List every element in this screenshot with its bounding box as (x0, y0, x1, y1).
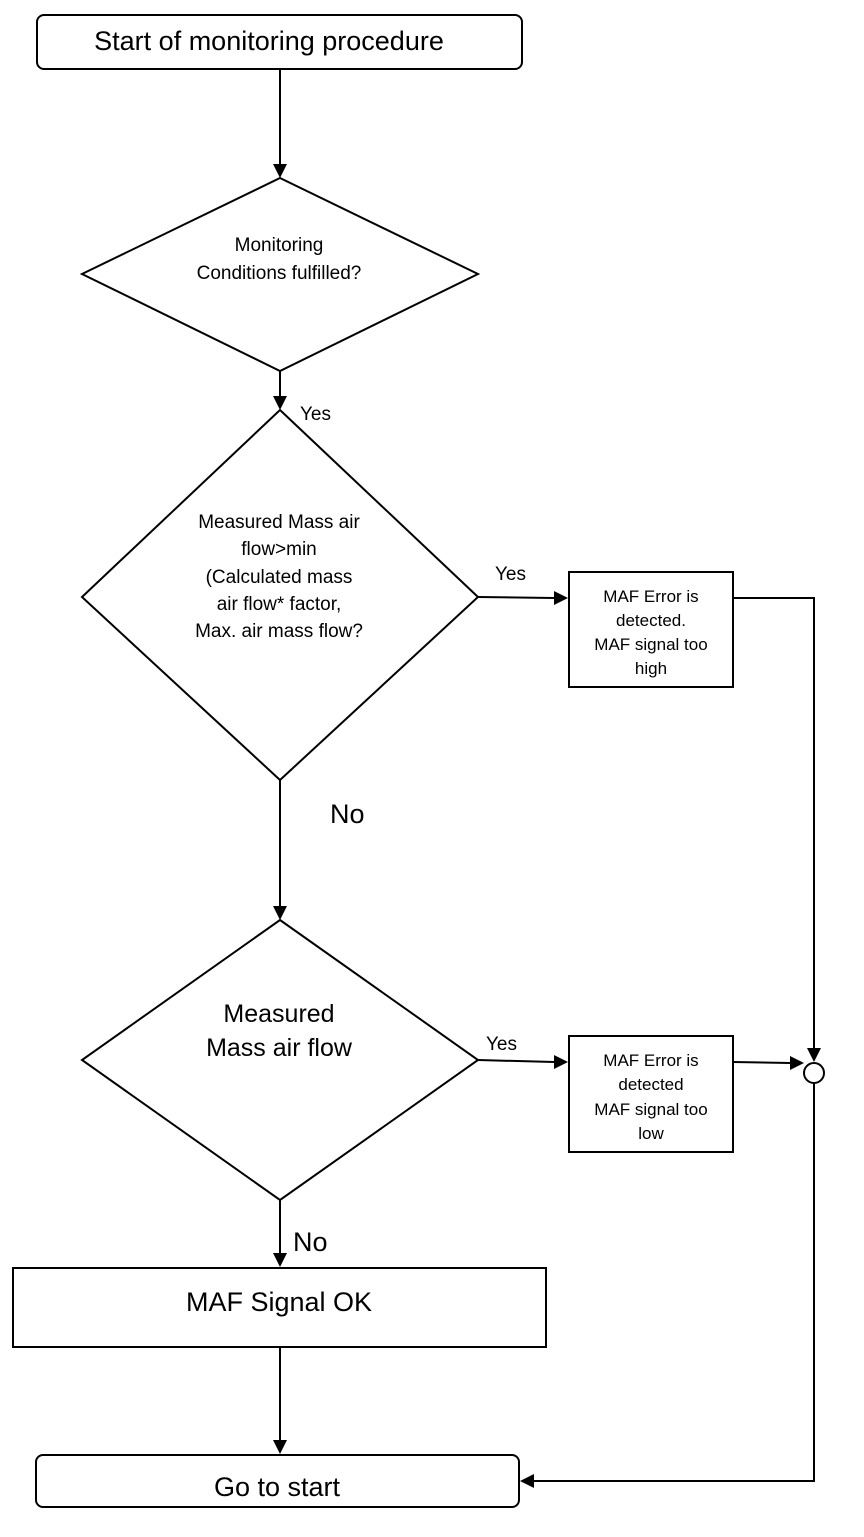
maf-low-label-line: MAF signal too (594, 1100, 707, 1119)
arrowhead (520, 1474, 534, 1488)
high-check-label-line: air flow* factor, (217, 594, 342, 615)
high-check-diamond (80, 408, 480, 782)
arrowhead (273, 396, 287, 410)
node-high-check: Measured Mass air flow>min (Calculated m… (80, 408, 480, 782)
junction-node (803, 1062, 825, 1084)
connectors (273, 70, 825, 1488)
start-box (36, 14, 523, 70)
ok-label: MAF Signal OK (186, 1287, 372, 1317)
node-low-check: Measured Mass air flow (80, 918, 480, 1202)
low-check-diamond (80, 918, 480, 1202)
arrowhead (273, 1253, 287, 1267)
conditions-label-line: Monitoring (235, 235, 324, 256)
maf-high-label-line: MAF signal too (594, 635, 707, 654)
high-check-label-line: Measured Mass air (198, 512, 360, 533)
conditions-diamond (79, 176, 481, 373)
edge-high-check-to-maf-high (477, 596, 555, 599)
low-check-label-line: Mass air flow (206, 1034, 353, 1062)
arrowhead (273, 1440, 287, 1454)
low-yes-label: Yes (486, 1034, 517, 1055)
edge-junction-to-goto (534, 1084, 815, 1482)
maf-low-box (568, 1035, 734, 1153)
high-no-label: No (330, 799, 365, 829)
low-check-label-line: Measured (223, 1000, 334, 1028)
arrowhead (807, 1048, 821, 1062)
goto-box (35, 1454, 520, 1508)
ok-box (12, 1267, 547, 1348)
goto-label: Go to start (214, 1472, 341, 1502)
edge-labels: Yes Yes No Yes No (293, 404, 526, 1257)
arrowhead (273, 906, 287, 920)
arrowhead (554, 1055, 568, 1069)
conditions-label-line: Conditions fulfilled? (197, 263, 362, 284)
maf-high-label-line: detected. (616, 611, 686, 630)
node-goto: Go to start (35, 1454, 520, 1508)
maf-high-box (568, 571, 734, 688)
node-start: Start of monitoring procedure (36, 14, 523, 70)
high-check-label-line: flow>min (241, 539, 317, 560)
maf-high-label-line: MAF Error is (603, 587, 698, 606)
maf-low-label-line: detected (618, 1075, 683, 1094)
edge-low-check-to-maf-low (477, 1059, 555, 1063)
conditions-yes-label: Yes (300, 404, 331, 425)
node-conditions: Monitoring Conditions fulfilled? (79, 176, 481, 373)
arrowhead (790, 1056, 804, 1070)
low-no-label: No (293, 1227, 328, 1257)
maf-low-label-line: MAF Error is (603, 1051, 698, 1070)
node-maf-low: MAF Error is detected MAF signal too low (568, 1035, 734, 1153)
arrowhead (273, 164, 287, 178)
edge-maf-low-to-junction (732, 1061, 791, 1064)
maf-high-label-line: high (635, 659, 667, 678)
maf-low-label-line: low (638, 1124, 664, 1143)
edge-maf-high-to-junction (733, 597, 815, 1048)
high-check-label-line: (Calculated mass (206, 567, 353, 588)
arrowhead (554, 591, 568, 605)
high-check-label-line: Max. air mass flow? (195, 621, 363, 642)
node-ok: MAF Signal OK (12, 1267, 547, 1348)
start-label: Start of monitoring procedure (94, 26, 444, 56)
high-yes-label: Yes (495, 564, 526, 585)
node-maf-high: MAF Error is detected. MAF signal too hi… (568, 571, 734, 688)
